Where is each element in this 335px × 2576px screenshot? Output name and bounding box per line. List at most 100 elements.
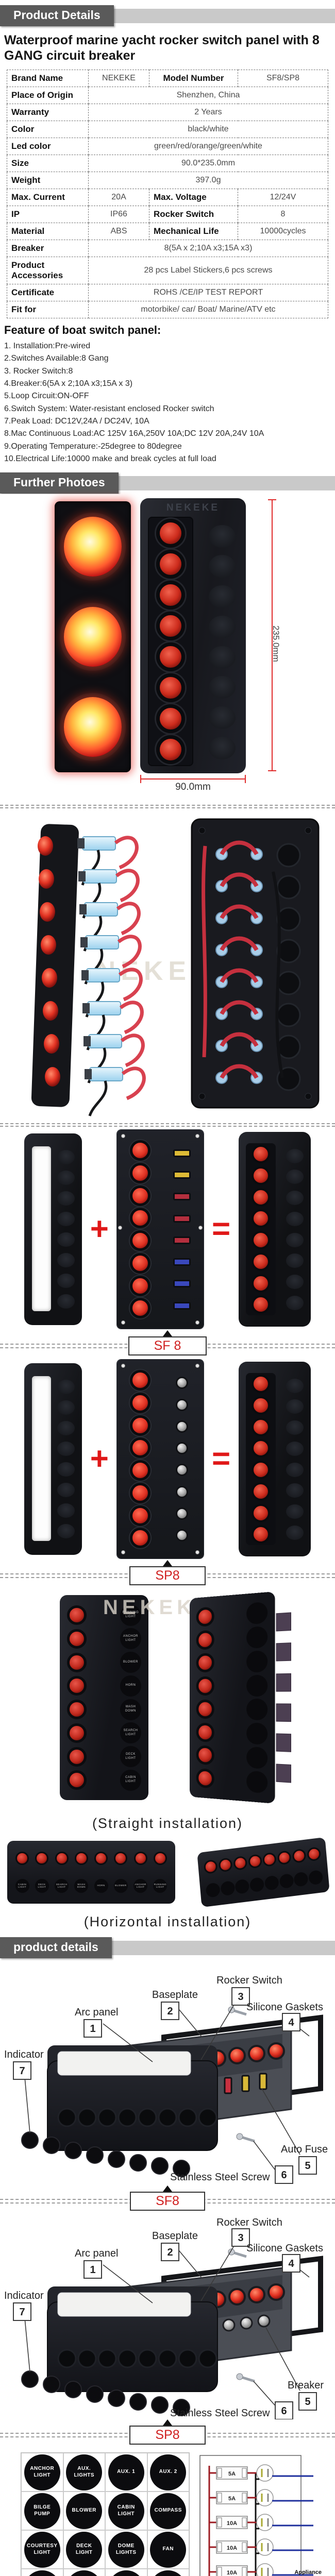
indicator-label: DECK LIGHT (35, 1878, 49, 1893)
svg-text:Stainless Steel Screw: Stainless Steel Screw (170, 2408, 270, 2419)
sp8-model-tag: SP8 (129, 1566, 206, 1586)
auto-fuse-label: Auto Fuse (281, 2144, 328, 2155)
feature-item: 8.Mac Continuous Load:AC 125V 16A,250V 1… (4, 429, 264, 438)
svg-text:3: 3 (238, 2232, 243, 2244)
features-heading: Feature of boat switch panel: (4, 324, 161, 336)
indicator-label: WASH DOWN (74, 1878, 89, 1893)
appliance-positive-label: Appliance (294, 2569, 322, 2575)
svg-text:6: 6 (281, 2405, 287, 2417)
breaker-label: Breaker (288, 2380, 324, 2391)
svg-text:7: 7 (19, 2307, 25, 2318)
svg-text:Indicator: Indicator (4, 2290, 44, 2301)
straight-panel-side-render (190, 1591, 291, 1804)
label-sticker-sheet: ANCHOR LIGHT AUX. LIGHTS AUX. 1 AUX. 2 B… (21, 2452, 190, 2576)
svg-text:7: 7 (19, 2065, 25, 2077)
back-wire-loop (215, 840, 301, 868)
rocker-switch-label: Rocker Switch (216, 1975, 282, 1986)
width-dimension-label: 90.0mm (175, 782, 211, 793)
sticker-label: POWER 12V (108, 2570, 144, 2576)
sf8-exploded-tag: SF8 (130, 2192, 205, 2211)
svg-text:3: 3 (238, 1991, 243, 2003)
height-dimension-line (268, 499, 276, 772)
sticker-label: COMPASS (150, 2493, 187, 2529)
indicator-label: HORN (120, 1675, 141, 1697)
lit-rocker-closeup-photo (55, 501, 131, 773)
horizontal-panel-side-render (197, 1837, 330, 1908)
indicator-label: HORN (94, 1878, 108, 1893)
straight-panel-front-render: RUNNING LIGHT ANCHOR LIGHT BLOWER HORN W… (60, 1595, 148, 1801)
wiring-diagram: 5A 5A 10A 10A 10A 15A 15A 15A Appliance … (199, 2455, 322, 2576)
equals-sign: = (212, 1441, 231, 1477)
sticker-label: BLOWER (66, 2493, 103, 2529)
sp8-exploded-tag: SP8 (129, 2426, 206, 2445)
assembled-panel-photo (239, 1362, 311, 1557)
sf8-label-row: SF 8 (0, 1330, 335, 1358)
indicator-label: Indicator (4, 2049, 44, 2060)
sticker-sheet-and-wiring: ANCHOR LIGHT AUX. LIGHTS AUX. 1 AUX. 2 B… (0, 2447, 335, 2576)
lit-led-rocker (64, 607, 122, 667)
svg-text:Arc panel: Arc panel (75, 2248, 119, 2259)
svg-text:Rocker Switch: Rocker Switch (216, 2217, 282, 2228)
red-rocker (156, 519, 185, 548)
sp8-exploded-label-row: SP8 (0, 2419, 335, 2447)
sticker-label: COURTESY LIGHT (24, 2531, 60, 2568)
svg-text:5A: 5A (228, 2471, 236, 2477)
lit-led-rocker (64, 697, 122, 757)
sp8-label-row: SP8 (0, 1560, 335, 1588)
photo-closeup-and-dimensions: NEKEKE 235.0mm 90.0mm (0, 494, 335, 804)
indicator-stickers-illustration (21, 2131, 190, 2178)
feature-item: 10.Electrical Life:10000 make and break … (4, 454, 216, 463)
sticker-label: CABIN LIGHT (108, 2493, 144, 2529)
fuse-switch-module (209, 2464, 313, 2482)
rocker-column (124, 1369, 156, 1549)
svg-text:1: 1 (90, 2023, 95, 2035)
rocker-column (148, 517, 193, 767)
callout-labels: Arc panel 1 Baseplate 2 Rocker Switch 3 … (4, 1975, 328, 2184)
sticker-label: FAN (150, 2531, 187, 2568)
svg-text:Silicone Gaskets: Silicone Gaskets (246, 2243, 323, 2254)
feature-item: 7.Peak Load: DC12V,24A / DC24V, 10A (4, 416, 149, 426)
sticker-label: HORN (24, 2570, 60, 2576)
straight-installation-caption: (Straight installation) (92, 1816, 243, 1832)
sticker-label: ANCHOR LIGHT (24, 2454, 60, 2490)
height-dimension-label: 235.0mm (271, 625, 281, 662)
side-view-prewired-photo (31, 824, 144, 1116)
width-dimension-line (140, 775, 246, 784)
sf8-model-tag: SF 8 (128, 1336, 207, 1356)
section-title-product-details-lower: product details (0, 1937, 112, 1959)
section-header-product-details-lower: product details (0, 1937, 335, 1959)
page-title: Waterproof marine yacht rocker switch pa… (4, 33, 320, 63)
arc-panel-label: Arc panel (75, 2007, 119, 2018)
sp8-baseplate-photo (117, 1360, 204, 1559)
indicator-label: CABIN LIGHT (120, 1769, 141, 1791)
sf8-assembly-row: + = (0, 1128, 335, 1330)
stainless-screw-label: Stainless Steel Screw (170, 2172, 270, 2183)
switch-body-tabs (276, 1606, 291, 1789)
bezel-window (31, 1146, 51, 1312)
equals-sign: = (212, 1211, 231, 1247)
indicator-label: SEARCH LIGHT (55, 1878, 69, 1893)
brand-embossed-text: NEKEKE (166, 502, 220, 514)
auto-fuse-column (170, 1142, 194, 1316)
width-dimension: 90.0mm (140, 775, 246, 793)
sticker-label: AUX. 1 (108, 2454, 144, 2490)
arc-panel-bezel-photo (24, 1133, 82, 1326)
pointer-triangle-icon (163, 1560, 172, 1567)
section-title-further-photos: Further Photoes (0, 472, 119, 494)
svg-text:10A: 10A (227, 2570, 237, 2576)
feature-item: 5.Loop Circuit:ON-OFF (4, 392, 89, 401)
features-list: Feature of boat switch panel: 1. Install… (0, 318, 335, 467)
horizontal-installation-caption: (Horizontal installation) (83, 1914, 252, 1930)
assembled-panel-photo (239, 1132, 311, 1327)
horizontal-installation-renders: CABIN LIGHT DECK LIGHT SEARCH LIGHT WASH… (0, 1834, 335, 1911)
svg-text:1: 1 (90, 2264, 95, 2276)
back-view-wired-photo (191, 818, 320, 1109)
sp8-exploded-diagram: Arc panel 1 Baseplate 2 Rocker Switch 3 … (4, 2217, 324, 2420)
